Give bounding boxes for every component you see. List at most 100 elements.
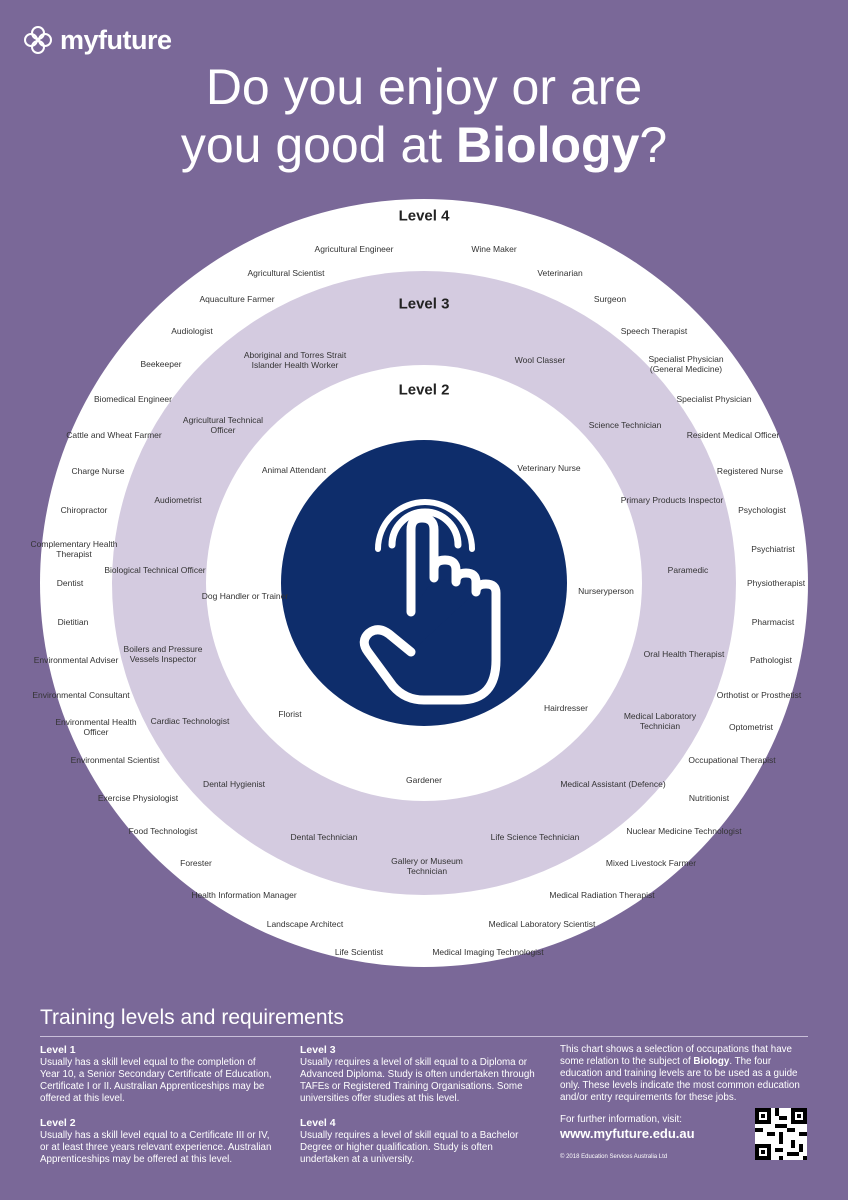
level2-occupation: Nurseryperson xyxy=(578,586,634,596)
level4-occupation: Specialist Physician(General Medicine) xyxy=(648,354,724,374)
qr-code-icon[interactable] xyxy=(755,1108,807,1160)
note-subject: Biology xyxy=(693,1056,730,1067)
level3-occupation: Medical Assistant (Defence) xyxy=(560,779,666,789)
level4-occupation: Veterinarian xyxy=(537,268,583,278)
level2-text: Usually has a skill level equal to a Cer… xyxy=(40,1130,272,1165)
level4-occupation: Registered Nurse xyxy=(716,466,784,476)
level4-occupation: Medical Laboratory Scientist xyxy=(488,919,596,929)
level2-title: Level 2 xyxy=(40,1117,76,1129)
level2-occupation: Hairdresser xyxy=(544,703,588,713)
level4-occupation: Nuclear Medicine Technologist xyxy=(626,826,742,836)
level4-occupation: Agricultural Engineer xyxy=(314,244,394,254)
level4-occupation: Dentist xyxy=(56,578,84,588)
level4-occupation: Speech Therapist xyxy=(620,326,688,336)
level3-occupation: Dental Hygienist xyxy=(203,779,265,789)
level4-occupation: Medical Radiation Therapist xyxy=(549,890,655,900)
title-subject: Biology xyxy=(456,117,640,173)
pointing-hand-touch-icon xyxy=(359,499,501,705)
level4-occupation: Psychiatrist xyxy=(751,544,795,554)
flower-logo-icon xyxy=(24,26,52,54)
note-pre: This chart shows a selection of occupati… xyxy=(560,1044,792,1067)
level4-occupation: Biomedical Engineer xyxy=(94,394,172,404)
level3-label: Level 3 xyxy=(398,295,450,313)
page-title: Do you enjoy or are you good at Biology? xyxy=(0,58,848,174)
level4-occupation: Medical Imaging Technologist xyxy=(432,947,544,957)
level4-occupation: Life Scientist xyxy=(334,947,384,957)
level4-text: Usually requires a level of skill equal … xyxy=(300,1130,519,1165)
level4-occupation: Resident Medical Officer xyxy=(686,430,780,440)
level4-occupation: Mixed Livestock Farmer xyxy=(605,858,697,868)
website-link[interactable]: www.myfuture.edu.au xyxy=(560,1126,695,1141)
level4-occupation: Cattle and Wheat Farmer xyxy=(66,430,162,440)
level4-occupation: Environmental Adviser xyxy=(33,655,119,665)
level4-occupation: Beekeeper xyxy=(140,359,182,369)
title-line-2: you good at xyxy=(180,117,457,173)
level4-occupation: Optometrist xyxy=(729,722,773,732)
level4-occupation: Agricultural Scientist xyxy=(247,268,325,278)
brand-name: myfuture xyxy=(60,24,172,55)
level3-occupation: Biological Technical Officer xyxy=(104,565,206,575)
level3-occupation: Paramedic xyxy=(667,565,709,575)
level4-occupation: Specialist Physician xyxy=(676,394,752,404)
training-heading: Training levels and requirements xyxy=(40,1006,344,1029)
level4-occupation: Orthotist or Prosthetist xyxy=(716,690,802,700)
level4-occupation: Pathologist xyxy=(749,655,793,665)
level1-title: Level 1 xyxy=(40,1044,76,1056)
level2-occupation: Gardener xyxy=(406,775,442,785)
level2-label: Level 2 xyxy=(398,381,450,399)
divider xyxy=(40,1036,808,1037)
copyright: © 2018 Education Services Australia Ltd xyxy=(560,1154,668,1160)
level3-occupation: Life Science Technician xyxy=(490,832,580,842)
level4-title: Level 4 xyxy=(300,1117,336,1129)
level4-occupation: Pharmacist xyxy=(751,617,795,627)
level4-occupation: Dietitian xyxy=(57,617,89,627)
chart-note: This chart shows a selection of occupati… xyxy=(560,1044,810,1104)
level3-occupation: Dental Technician xyxy=(290,832,358,842)
level3-occupation: Primary Products Inspector xyxy=(620,495,724,505)
level3-title: Level 3 xyxy=(300,1044,336,1056)
level4-occupation: Nutritionist xyxy=(688,793,730,803)
level4-occupation: Physiotherapist xyxy=(746,578,806,588)
level4-occupation: Landscape Architect xyxy=(266,919,344,929)
level4-occupation: Chiropractor xyxy=(60,505,108,515)
level4-occupation: Charge Nurse xyxy=(71,466,125,476)
training-col-left: Level 1 Usually has a skill level equal … xyxy=(40,1044,275,1178)
level4-label: Level 4 xyxy=(398,207,450,225)
level4-occupation: Occupational Therapist xyxy=(688,755,776,765)
level4-occupation: Psychologist xyxy=(738,505,786,515)
info-text: For further information, visit: xyxy=(560,1114,682,1125)
level3-occupation: Wool Classer xyxy=(514,355,566,365)
level4-occupation: Aquaculture Farmer xyxy=(199,294,275,304)
level3-occupation: Cardiac Technologist xyxy=(150,716,230,726)
title-line-1: Do you enjoy or are xyxy=(205,59,643,115)
level4-occupation: Audiologist xyxy=(171,326,213,336)
level4-occupation: Food Technologist xyxy=(128,826,198,836)
training-col-middle: Level 3 Usually requires a level of skil… xyxy=(300,1044,535,1178)
level4-occupation: Environmental Consultant xyxy=(32,690,130,700)
level4-occupation: Wine Maker xyxy=(471,244,517,254)
note-post: . The four education and training levels… xyxy=(560,1056,800,1103)
level4-occupation: Exercise Physiologist xyxy=(97,793,179,803)
level4-occupation: Forester xyxy=(180,858,212,868)
level3-occupation: Science Technician xyxy=(588,420,662,430)
myfuture-logo[interactable]: myfuture xyxy=(22,24,172,56)
level4-occupation: Environmental Scientist xyxy=(70,755,160,765)
level2-occupation: Florist xyxy=(278,709,302,719)
level2-occupation: Animal Attendant xyxy=(261,465,327,475)
level2-occupation: Veterinary Nurse xyxy=(517,463,581,473)
title-suffix: ? xyxy=(639,117,668,173)
level1-text: Usually has a skill level equal to the c… xyxy=(40,1057,272,1104)
level2-occupation: Dog Handler or Trainer xyxy=(201,591,289,601)
level3-text: Usually requires a level of skill equal … xyxy=(300,1057,535,1104)
level3-occupation: Audiometrist xyxy=(154,495,202,505)
level4-occupation: Health Information Manager xyxy=(191,890,297,900)
level4-occupation: Surgeon xyxy=(593,294,627,304)
